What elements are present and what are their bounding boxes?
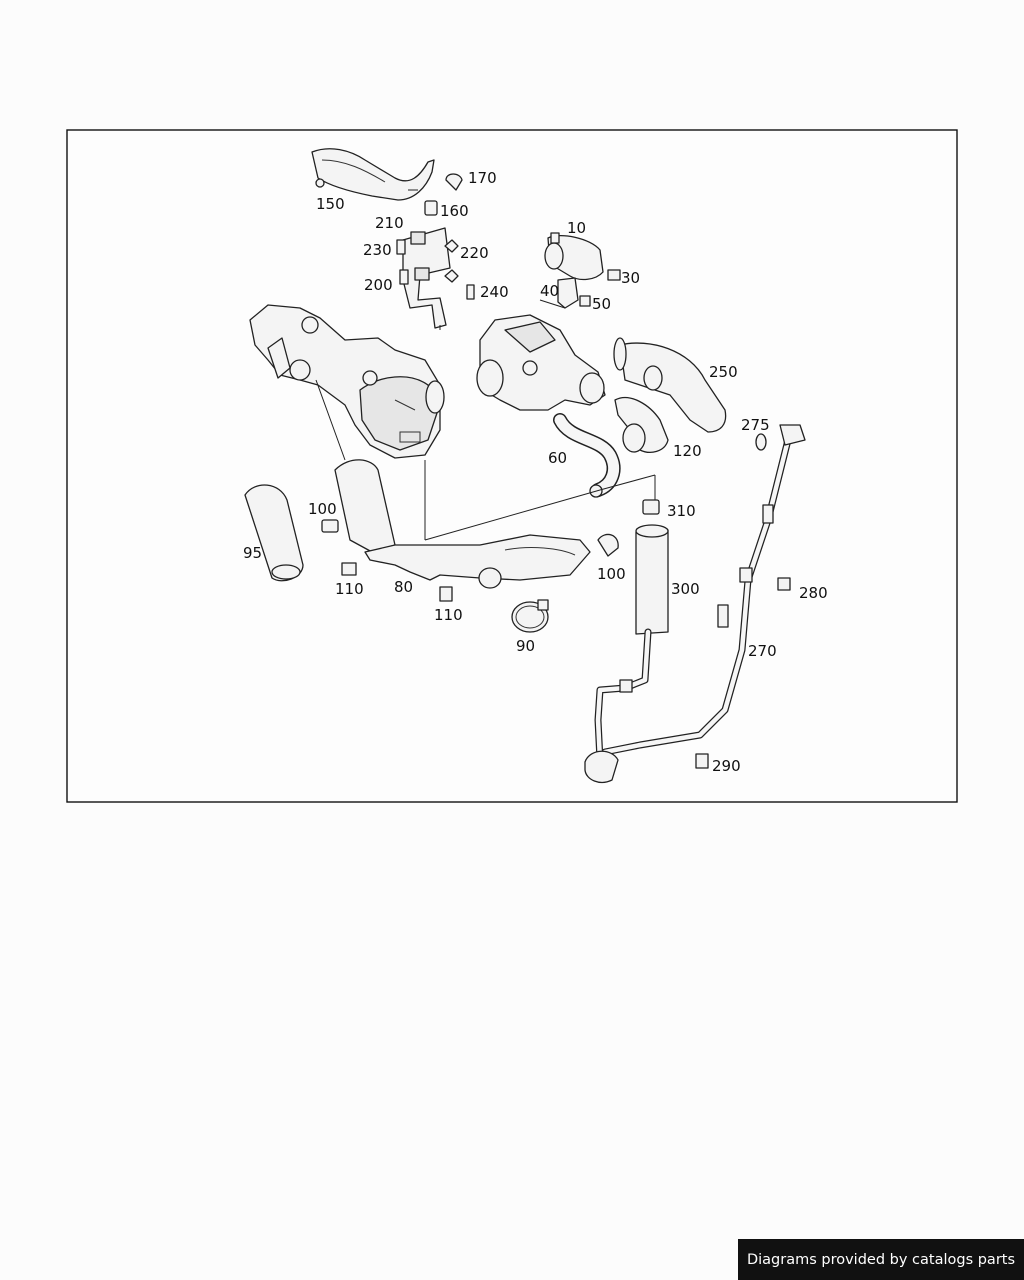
callout-275: 275 [741, 416, 770, 434]
part-275-washer [755, 433, 767, 451]
callout-110-left: 110 [335, 580, 364, 598]
callout-250: 250 [709, 363, 738, 381]
part-250-hose [613, 337, 727, 433]
part-290-bolt [695, 753, 709, 769]
callout-220: 220 [460, 244, 489, 262]
part-95-pipe [244, 484, 304, 582]
diagram-frame [66, 129, 958, 803]
callout-170: 170 [468, 169, 497, 187]
callout-100-right: 100 [597, 565, 626, 583]
callout-100-left: 100 [308, 500, 337, 518]
callout-280: 280 [799, 584, 828, 602]
part-170-clip [445, 173, 463, 191]
callout-310: 310 [667, 502, 696, 520]
footer-credit: Diagrams provided by catalogs parts [738, 1239, 1024, 1280]
callout-110-center: 110 [434, 606, 463, 624]
callout-50: 50 [592, 295, 611, 313]
part-100-clamp-left [321, 519, 339, 533]
callout-160: 160 [440, 202, 469, 220]
part-left-turbocharger [249, 304, 445, 459]
callout-80: 80 [394, 578, 413, 596]
part-110-bolt-a [341, 562, 357, 576]
part-90-band-clamp [511, 599, 549, 633]
callout-40: 40 [540, 282, 559, 300]
part-100-clamp-right [597, 533, 619, 557]
part-270-pipe [584, 424, 806, 784]
part-30-bolt [607, 269, 621, 281]
part-160-nut [424, 200, 438, 216]
callout-120: 120 [673, 442, 702, 460]
part-300-heat-shield [635, 524, 669, 635]
part-280-clamp [777, 577, 791, 591]
callout-230: 230 [363, 241, 392, 259]
leader-line [424, 489, 601, 541]
part-310-clamp [642, 499, 660, 515]
part-60-hose [553, 413, 621, 498]
callout-200: 200 [364, 276, 393, 294]
callout-60: 60 [548, 449, 567, 467]
callout-90: 90 [516, 637, 535, 655]
part-50-bolt [579, 295, 591, 307]
part-120-hose [614, 396, 669, 453]
leader-line [539, 299, 566, 309]
part-150-duct [311, 148, 435, 201]
callout-10: 10 [567, 219, 586, 237]
callout-290: 290 [712, 757, 741, 775]
leader-line [599, 474, 656, 491]
callout-300: 300 [671, 580, 700, 598]
callout-30: 30 [621, 269, 640, 287]
part-80-pipe [364, 534, 591, 589]
callout-240: 240 [480, 283, 509, 301]
callout-270: 270 [748, 642, 777, 660]
callout-95: 95 [243, 544, 262, 562]
callout-210: 210 [375, 214, 404, 232]
leader-line [315, 379, 346, 461]
part-110-bolt-b [439, 586, 453, 602]
callout-150: 150 [316, 195, 345, 213]
part-40-bracket [557, 277, 579, 309]
part-right-turbocharger [476, 314, 606, 411]
part-200-bracket [396, 227, 475, 329]
part-10-connector [544, 232, 604, 281]
